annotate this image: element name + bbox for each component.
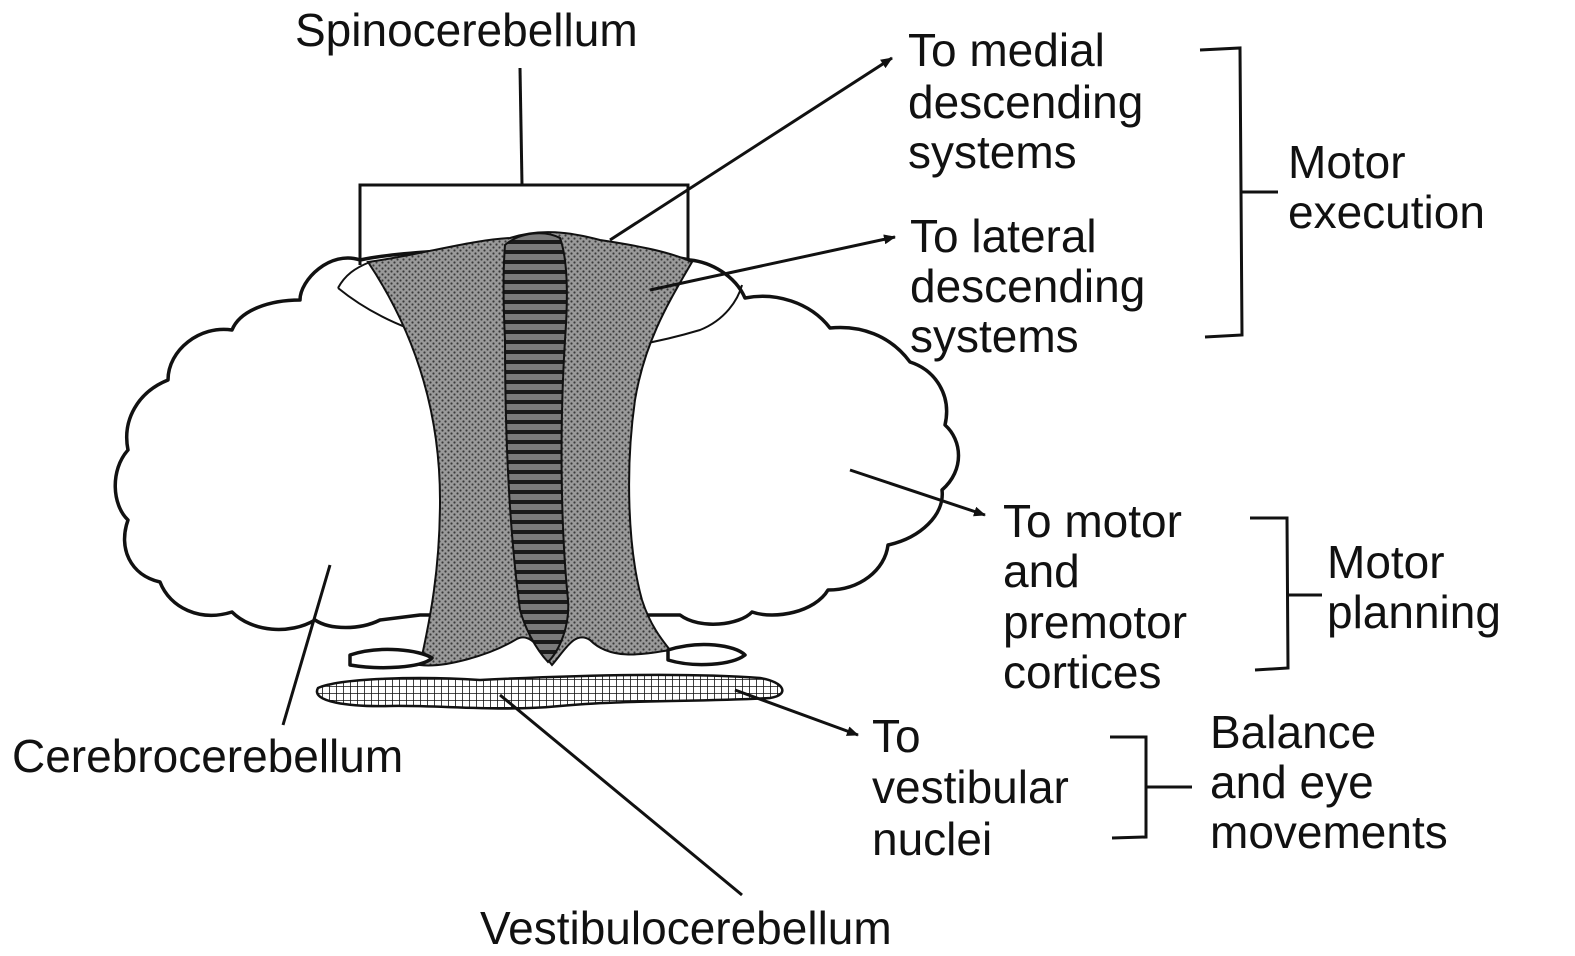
label-vestibular-1: To (872, 710, 921, 762)
label-motor-planning-2: planning (1327, 586, 1501, 638)
label-balance-2: and eye (1210, 756, 1374, 808)
label-medial-2: descending (908, 76, 1143, 128)
bracket-motor-planning (1250, 518, 1322, 670)
bracket-motor-execution (1200, 48, 1278, 337)
label-motor-cortex-2: and (1003, 545, 1080, 597)
label-vestibulocerebellum: Vestibulocerebellum (480, 902, 892, 954)
label-medial-3: systems (908, 126, 1077, 178)
label-balance-3: movements (1210, 806, 1448, 858)
vestibulocerebellum-region (317, 675, 782, 709)
label-balance-1: Balance (1210, 706, 1376, 758)
vestibulocerebellum-leader (500, 695, 742, 895)
bracket-balance (1110, 737, 1192, 838)
label-motor-cortex-4: cortices (1003, 646, 1161, 698)
spinocerebellum-leader (520, 68, 522, 185)
label-motor-cortex-3: premotor (1003, 596, 1187, 648)
label-motor-cortex-1: To motor (1003, 495, 1182, 547)
label-motor-execution-2: execution (1288, 186, 1485, 238)
label-spinocerebellum: Spinocerebellum (295, 4, 638, 56)
flocculus-right (668, 645, 745, 665)
label-medial-1: To medial (908, 24, 1105, 76)
label-motor-planning-1: Motor (1327, 536, 1445, 588)
arrow-medial (610, 58, 892, 240)
label-vestibular-3: nuclei (872, 813, 992, 865)
label-lateral-3: systems (910, 310, 1079, 362)
label-vestibular-2: vestibular (872, 761, 1069, 813)
label-lateral-2: descending (910, 260, 1145, 312)
label-lateral-1: To lateral (910, 210, 1097, 262)
label-cerebrocerebellum: Cerebrocerebellum (12, 730, 403, 782)
arrow-vestibular (735, 690, 858, 735)
label-motor-execution-1: Motor (1288, 136, 1406, 188)
flocculus-left (350, 649, 432, 667)
